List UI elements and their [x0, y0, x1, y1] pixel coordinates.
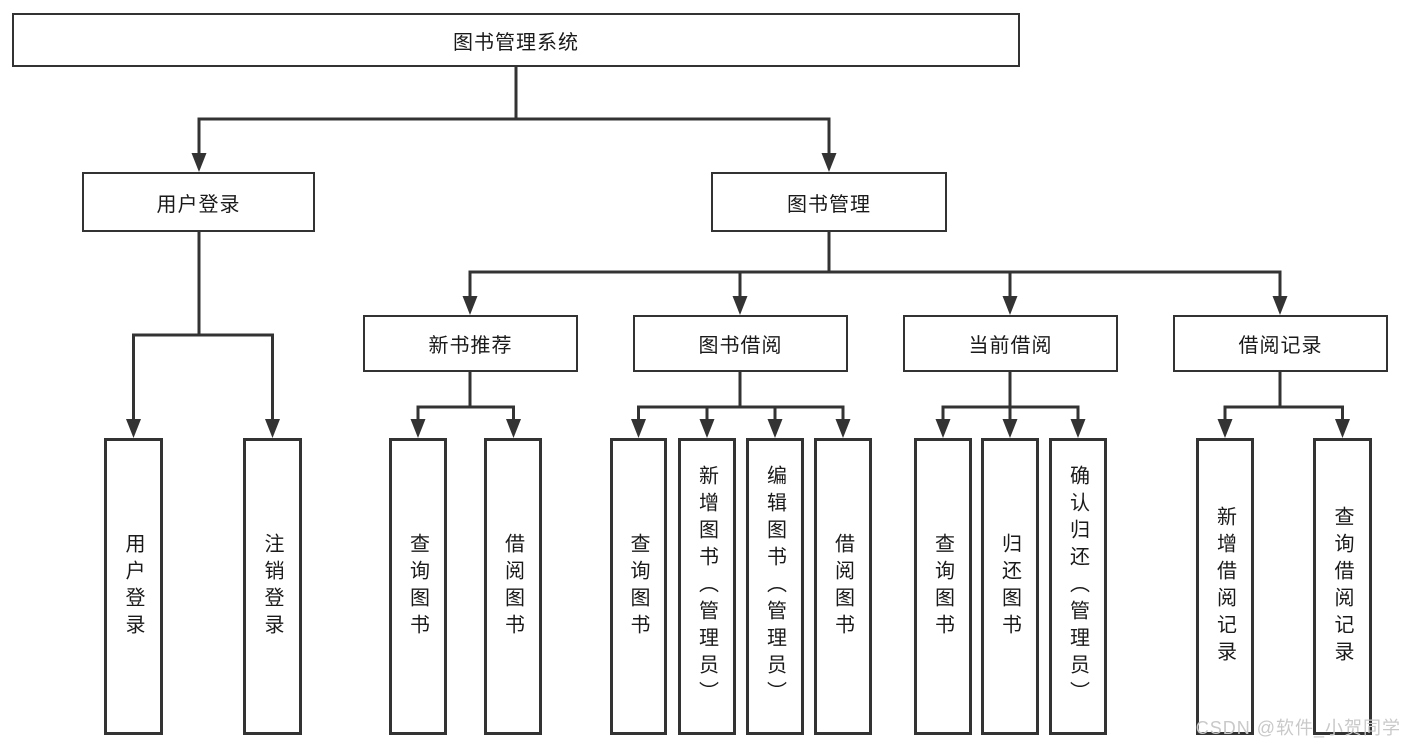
leaf-user-login: 用户登录 — [104, 438, 163, 735]
node-current-borrow: 当前借阅 — [903, 315, 1118, 372]
leaf-logout-label: 注销登录 — [261, 532, 283, 641]
arrow-down-icon — [1002, 296, 1018, 315]
leaf-borrow-books: 借阅图书 — [814, 438, 872, 735]
arrow-down-icon — [265, 419, 280, 438]
leaf-add-book-admin: 新增图书（管理员） — [678, 438, 736, 735]
leaf-return-book: 归还图书 — [981, 438, 1039, 735]
arrow-down-icon — [462, 296, 478, 315]
arrow-down-icon — [699, 419, 715, 438]
arrow-down-icon — [506, 419, 521, 438]
leaf-query-books-current: 查询图书 — [914, 438, 972, 735]
leaf-confirm-return-admin: 确认归还（管理员） — [1049, 438, 1107, 735]
leaf-edit-book-admin-label: 编辑图书（管理员） — [763, 465, 786, 708]
leaf-user-login-label: 用户登录 — [122, 532, 144, 641]
node-current-borrow-label: 当前借阅 — [968, 335, 1053, 357]
node-borrow-records: 借阅记录 — [1173, 315, 1388, 372]
arrow-down-icon — [821, 153, 837, 172]
watermark: CSDN @软件_小贺同学 — [1195, 718, 1401, 738]
arrow-down-icon — [1217, 419, 1233, 438]
arrow-down-icon — [835, 419, 851, 438]
arrow-down-icon — [1070, 419, 1086, 438]
node-root: 图书管理系统 — [12, 13, 1020, 67]
arrow-down-icon — [767, 419, 783, 438]
leaf-add-borrow-record-label: 新增借阅记录 — [1213, 505, 1236, 668]
node-book-management: 图书管理 — [711, 172, 947, 232]
arrow-down-icon — [410, 419, 426, 438]
node-user-login: 用户登录 — [82, 172, 315, 232]
leaf-logout: 注销登录 — [243, 438, 302, 735]
node-new-book-recommend-label: 新书推荐 — [428, 335, 513, 357]
leaf-query-borrow-record: 查询借阅记录 — [1313, 438, 1372, 735]
leaf-query-books-current-label: 查询图书 — [931, 532, 954, 641]
node-root-label: 图书管理系统 — [453, 31, 579, 54]
node-new-book-recommend: 新书推荐 — [363, 315, 578, 372]
arrow-down-icon — [732, 296, 748, 315]
leaf-edit-book-admin: 编辑图书（管理员） — [746, 438, 804, 735]
arrow-down-icon — [126, 419, 141, 438]
leaf-query-books-recommend-label: 查询图书 — [406, 532, 429, 641]
leaf-confirm-return-admin-label: 确认归还（管理员） — [1066, 465, 1089, 708]
leaf-query-books-recommend: 查询图书 — [389, 438, 447, 735]
arrow-down-icon — [935, 419, 951, 438]
node-user-login-label: 用户登录 — [156, 193, 241, 216]
leaf-borrow-books-label: 借阅图书 — [831, 532, 854, 641]
node-borrow-records-label: 借阅记录 — [1238, 335, 1323, 357]
node-book-borrow: 图书借阅 — [633, 315, 848, 372]
leaf-borrow-books-recommend: 借阅图书 — [484, 438, 542, 735]
arrow-down-icon — [631, 419, 646, 438]
arrow-down-icon — [1272, 296, 1288, 315]
leaf-query-books-borrow-label: 查询图书 — [627, 532, 649, 641]
leaf-query-books-borrow: 查询图书 — [610, 438, 667, 735]
leaf-borrow-books-recommend-label: 借阅图书 — [501, 532, 524, 641]
leaf-add-book-admin-label: 新增图书（管理员） — [695, 465, 718, 708]
leaf-add-borrow-record: 新增借阅记录 — [1196, 438, 1254, 735]
node-book-management-label: 图书管理 — [787, 193, 871, 216]
arrow-down-icon — [1335, 419, 1350, 438]
leaf-query-borrow-record-label: 查询借阅记录 — [1331, 505, 1353, 668]
arrow-down-icon — [191, 153, 207, 172]
leaf-return-book-label: 归还图书 — [998, 532, 1021, 641]
node-book-borrow-label: 图书借阅 — [698, 335, 783, 357]
arrow-down-icon — [1002, 419, 1018, 438]
